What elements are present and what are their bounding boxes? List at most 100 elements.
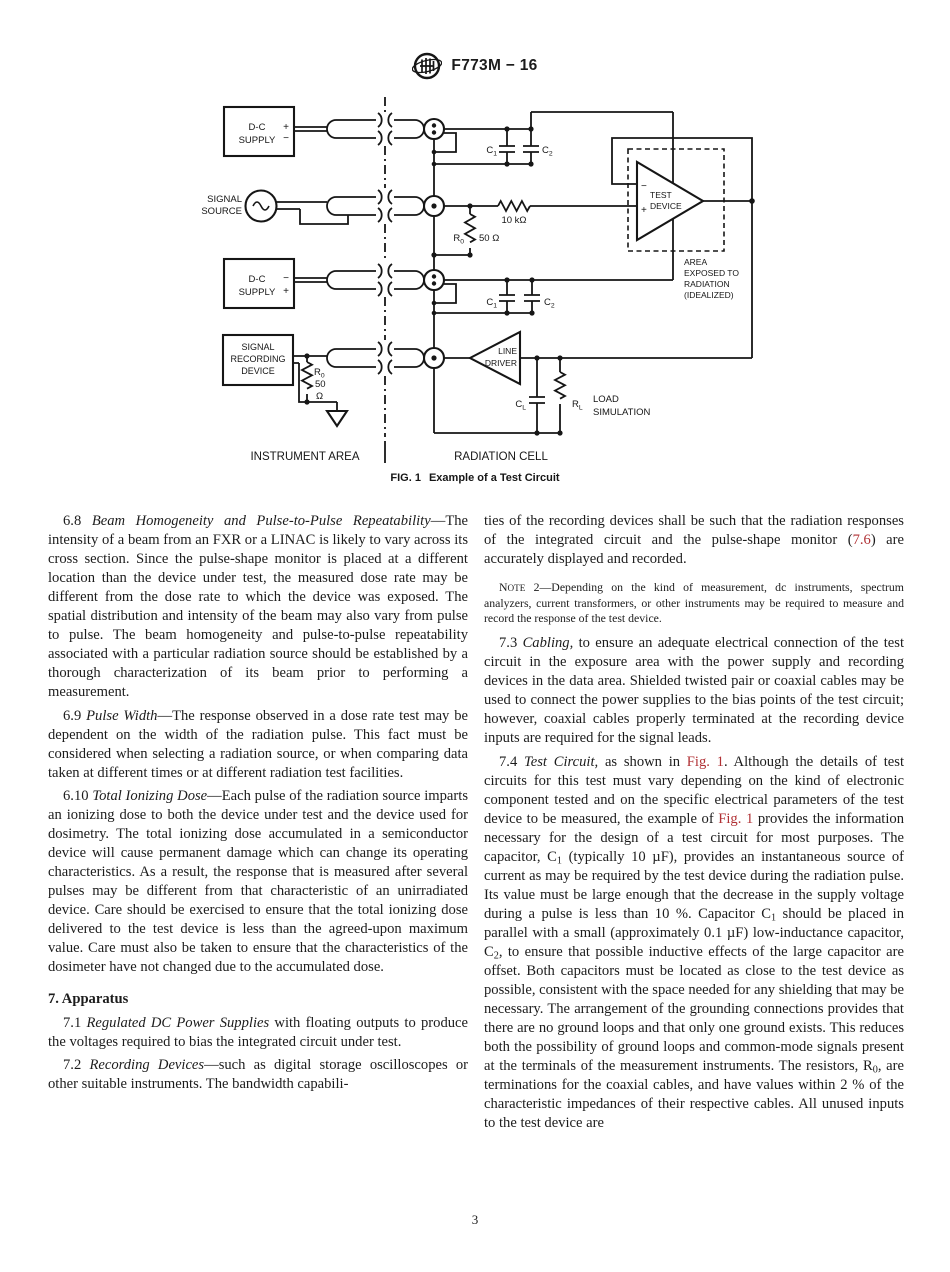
text-run: with floating outputs to produce the vol…: [48, 1014, 468, 1050]
text-run: 6.9: [63, 707, 87, 724]
svg-text:DEVICE: DEVICE: [241, 366, 275, 376]
svg-text:SUPPLY: SUPPLY: [239, 287, 276, 298]
radiation-area-dashed-box: [627, 148, 725, 252]
svg-text:+: +: [641, 205, 647, 216]
text-run: 2: [493, 950, 499, 962]
svg-text:D-C: D-C: [249, 122, 266, 133]
svg-text:−: −: [283, 273, 289, 284]
reference-link[interactable]: Fig. 1: [718, 810, 754, 827]
text-run: 2—Depending on the kind of measurement, …: [484, 580, 904, 625]
text-run: 0: [872, 1064, 878, 1076]
sine-wave-icon: [252, 201, 270, 211]
text-column-left: 6.8 Beam Homogeneity and Pulse-to-Pulse …: [48, 512, 468, 1094]
paragraph: 7.4 Test Circuit, as shown in Fig. 1. Al…: [484, 753, 904, 1133]
svg-text:D-C: D-C: [249, 274, 266, 285]
paragraph: NOTE 2—Depending on the kind of measurem…: [484, 580, 904, 626]
svg-text:DEVICE: DEVICE: [650, 201, 682, 211]
svg-text:−: −: [641, 181, 647, 192]
svg-text:LOAD: LOAD: [593, 394, 619, 405]
text-run: as shown in: [598, 753, 687, 770]
page-header: F773M − 16: [0, 46, 950, 86]
text-run: 6.10: [63, 788, 93, 804]
text-run: 7.2: [63, 1057, 90, 1073]
ground-symbol: [325, 409, 349, 428]
text-run: 7.3: [499, 635, 523, 651]
text-run: 7.1: [63, 1014, 87, 1031]
svg-text:CL: CL: [515, 399, 526, 412]
text-run: Recording Devices: [89, 1057, 205, 1073]
paragraph: 6.10 Total Ionizing Dose—Each pulse of t…: [48, 787, 468, 977]
svg-text:50: 50: [315, 379, 326, 390]
text-run: OTE: [507, 583, 526, 593]
diagram-labels: D-C SUPPLY + − SIGNAL SOURCE D-C SUPPLY …: [201, 122, 739, 484]
svg-text:+: +: [283, 122, 289, 133]
text-column-right: ties of the recording devices shall be s…: [484, 512, 904, 1133]
svg-text:RECORDING: RECORDING: [230, 354, 285, 364]
svg-text:(IDEALIZED): (IDEALIZED): [684, 290, 734, 300]
svg-text:50 Ω: 50 Ω: [479, 233, 499, 244]
svg-text:−: −: [283, 133, 289, 144]
paragraph: ties of the recording devices shall be s…: [484, 512, 904, 569]
svg-text:SIMULATION: SIMULATION: [593, 407, 650, 418]
svg-text:Ω: Ω: [316, 391, 323, 402]
signal-recording-device-box: [221, 333, 295, 387]
text-run: 1: [770, 912, 777, 924]
doc-code: F773M − 16: [451, 57, 538, 74]
svg-text:10 kΩ: 10 kΩ: [501, 215, 526, 226]
paragraph: 6.9 Pulse Width—The response observed in…: [48, 707, 468, 783]
text-run: , to ensure that possible inductive effe…: [484, 943, 904, 1074]
text-run: Regulated DC Power Supplies: [86, 1014, 270, 1031]
svg-text:AREA: AREA: [684, 257, 707, 267]
text-run: —such as digital storage oscilloscopes o…: [48, 1057, 469, 1092]
svg-text:C2: C2: [542, 145, 553, 158]
paragraph: 7.2 Recording Devices—such as digital st…: [48, 1056, 468, 1094]
text-run: Cabling,: [522, 635, 574, 651]
reference-link[interactable]: 7.6: [852, 532, 871, 548]
page-footer: 3: [0, 1212, 950, 1228]
text-run: provides the information necessary for t…: [484, 810, 904, 865]
text-run: —The response observed in a dose rate te…: [48, 707, 468, 781]
svg-text:SIGNAL: SIGNAL: [207, 194, 242, 205]
text-run: Beam Homogeneity and Pulse-to-Pulse Repe…: [91, 513, 431, 529]
text-run: —Each pulse of the radiation source impa…: [48, 788, 469, 975]
paragraph: 6.8 Beam Homogeneity and Pulse-to-Pulse …: [48, 512, 468, 702]
svg-text:R0: R0: [453, 233, 464, 246]
astm-logo: [412, 52, 443, 80]
feedthrough-gaps: [376, 118, 394, 369]
svg-text:SUPPLY: SUPPLY: [239, 135, 276, 146]
text-run: —The intensity of a beam from an FXR or …: [48, 513, 469, 700]
text-run: Test Circuit,: [524, 753, 599, 770]
svg-text:DRIVER: DRIVER: [485, 358, 517, 368]
feedthrough-connector: [422, 268, 446, 292]
svg-text:LINE: LINE: [498, 346, 517, 356]
text-run: , are terminations for the coaxial cable…: [484, 1057, 904, 1131]
svg-text:C2: C2: [544, 297, 555, 310]
svg-text:C1: C1: [486, 297, 497, 310]
paragraph: 7.1 Regulated DC Power Supplies with flo…: [48, 1014, 468, 1052]
reference-link[interactable]: Fig. 1: [686, 753, 724, 770]
text-run: Total Ionizing Dose: [92, 788, 208, 804]
junction-dots: [304, 123, 755, 436]
svg-text:+: +: [283, 286, 289, 297]
text-run: to ensure an adequate electrical connect…: [484, 635, 905, 746]
circuit-wires: [276, 111, 753, 434]
svg-text:SOURCE: SOURCE: [201, 206, 242, 217]
feedthrough-connector: [422, 117, 446, 141]
svg-text:EXPOSED TO: EXPOSED TO: [684, 268, 739, 278]
text-run: ) are accurately displayed and recorded.: [484, 532, 904, 567]
test-device-triangle: [635, 160, 706, 242]
svg-text:RL: RL: [572, 399, 583, 412]
line-driver-triangle: [467, 330, 522, 386]
text-run: N: [499, 580, 508, 594]
circuit-components: [221, 105, 706, 428]
section-heading: 7. Apparatus: [48, 990, 468, 1009]
svg-text:TEST: TEST: [650, 190, 672, 200]
svg-text:R0: R0: [314, 367, 325, 380]
text-run: Pulse Width: [86, 707, 158, 724]
page-number: 3: [471, 1212, 479, 1227]
text-run: should be placed in parallel with a smal…: [484, 905, 904, 960]
text-run: 6.8: [63, 513, 92, 529]
text-run: 1: [556, 855, 562, 867]
